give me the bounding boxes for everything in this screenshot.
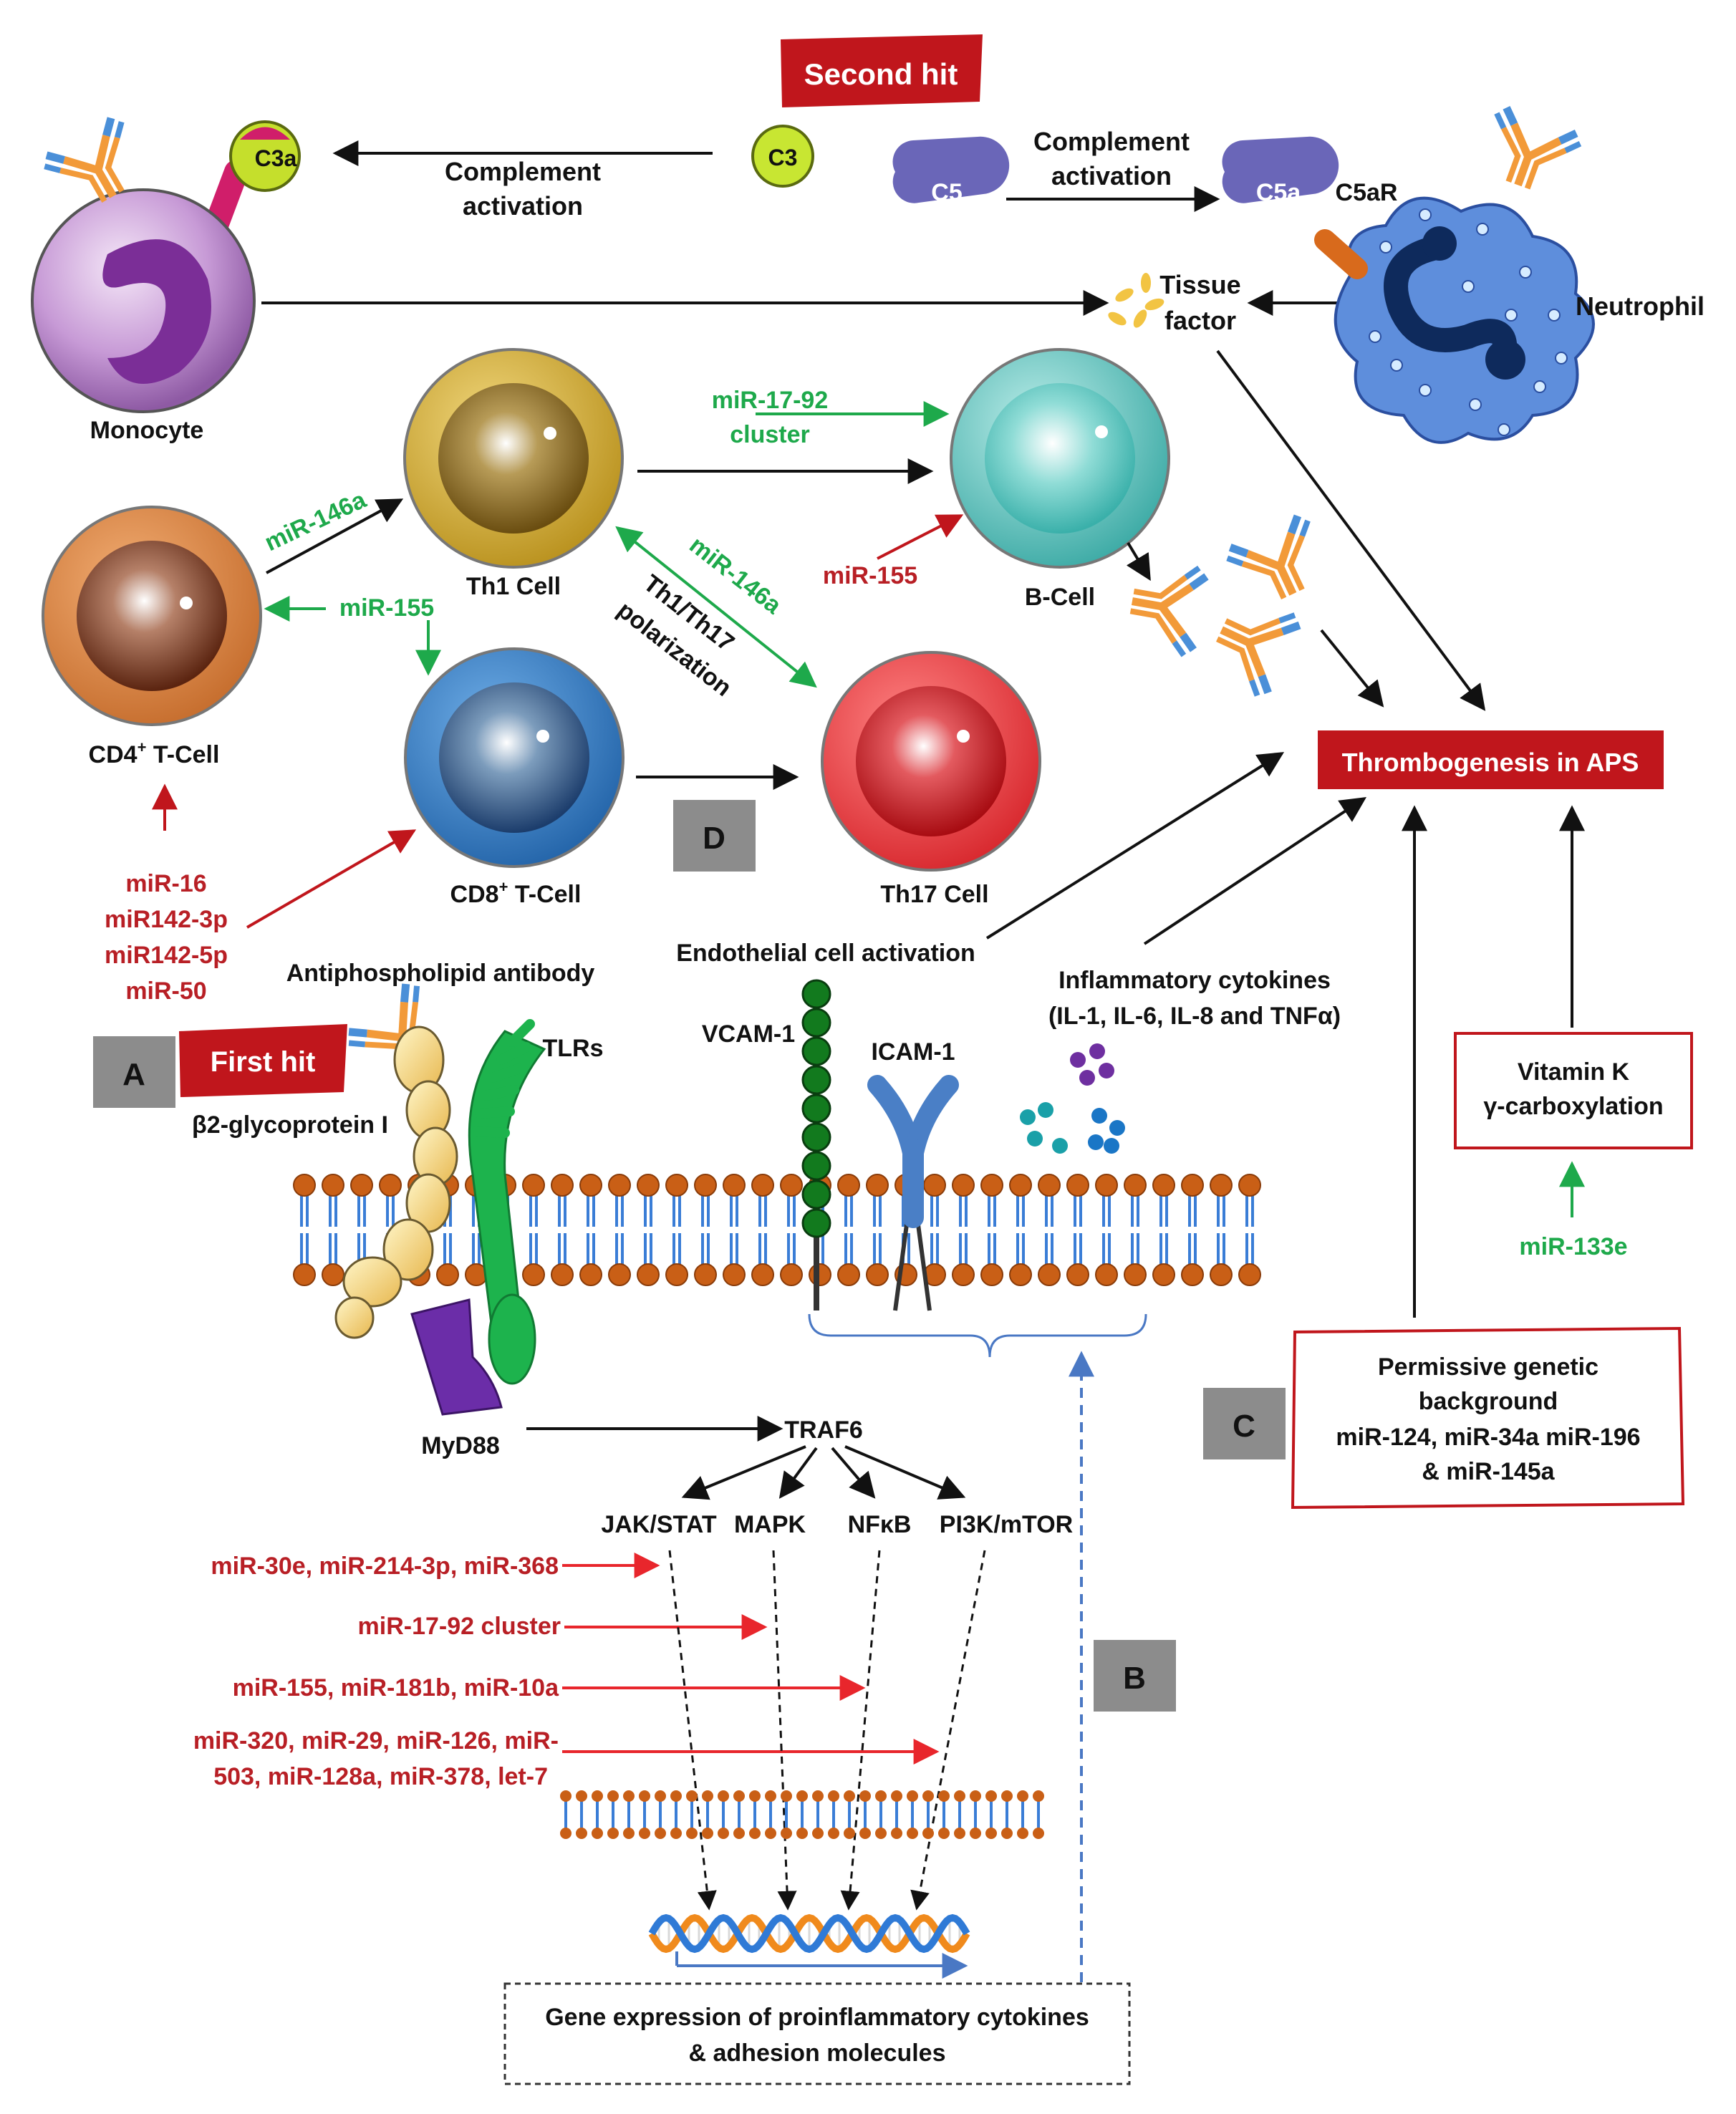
c5a-label: C5a [1256,179,1301,206]
mir155-cd4-label: miR-155 [339,594,434,622]
mir142-3p-label: miR142-3p [105,906,228,933]
antiphospholipid-label: Antiphospholipid antibody [286,960,595,987]
c5-molecule: C5 [892,136,1010,206]
monocyte-label: Monocyte [90,417,204,444]
mir133e-label: miR-133e [1519,1233,1627,1260]
first-hit-label: First hit [211,1046,316,1078]
th1-cell: Th1 Cell [403,348,624,600]
genetic-background-box: Permissive genetic background miR-124, m… [1291,1326,1685,1510]
box-b: B [1094,1640,1176,1712]
gene-expr-l2: & adhesion molecules [689,2040,946,2067]
dna-helix [648,1913,970,1954]
b-cell: B-Cell [950,348,1170,611]
complement-activation-left-l2: activation [463,191,583,221]
complement-activation-left-l1: Complement [445,157,601,186]
antibody-icon [1224,513,1334,612]
vitk-l1: Vitamin K [1518,1058,1630,1086]
second-hit-banner: Second hit [781,34,983,107]
antibody-icon [1476,105,1583,201]
mir50-label: miR-50 [125,978,206,1005]
pi3k-mirs-l1: miR-320, miR-29, miR-126, miR- [193,1727,559,1755]
box-a: A [93,1036,175,1108]
antibody-icon [1202,589,1302,699]
mir17-92-l2: cluster [730,421,810,448]
mir16-label: miR-16 [125,870,206,897]
icam-icon: ICAM-1 [867,1038,959,1311]
b2gp-label: β2-glycoprotein I [192,1111,388,1139]
genetic-l4: & miR-145a [1422,1458,1555,1485]
c5ar-label: C5aR [1336,179,1398,206]
genetic-l1: Permissive genetic [1378,1353,1598,1381]
tlr-icon: TLRs [468,1019,604,1385]
c3-label: C3 [768,145,798,170]
pi3k-label: PI3K/mTOR [940,1511,1073,1538]
mir155-bcell-label: miR-155 [823,562,917,589]
cd8-t-cell: CD8+ T-Cell [404,647,625,908]
myd88-icon: MyD88 [410,1298,503,1459]
th17-cell: Th17 Cell [821,651,1041,908]
cd8-label: CD8+ T-Cell [450,878,582,908]
cd4-label: CD4+ T-Cell [89,738,220,768]
box-c-label: C [1233,1409,1255,1444]
endothelial-label: Endothelial cell activation [676,940,975,967]
jakstat-label: JAK/STAT [601,1511,716,1538]
thrombogenesis-label: Thrombogenesis in APS [1342,748,1639,777]
c5-label: C5 [931,179,962,206]
genetic-l3: miR-124, miR-34a miR-196 [1336,1424,1640,1451]
second-hit-label: Second hit [804,57,958,91]
b2-glycoprotein-icon [334,1025,458,1339]
vcam-icon: VCAM-1 [702,979,831,1311]
complement-activation-right-l2: activation [1051,161,1172,190]
neutrophil-cell: C5a C5aR Neutrophil [1222,136,1704,444]
tissue-factor-l2: factor [1164,306,1236,335]
box-d: D [673,800,756,872]
pi3k-mirs-l2: 503, miR-128a, miR-378, let-7 [213,1763,548,1790]
mir142-5p-label: miR142-5p [105,942,228,969]
inflammatory-l1: Inflammatory cytokines [1059,967,1331,994]
monocyte-cell: C3a Monocyte [31,120,301,444]
gene-expression-box: Gene expression of proinflammatory cytok… [503,1982,1131,2085]
nfkb-mirs-label: miR-155, miR-181b, miR-10a [233,1674,559,1702]
box-c: C [1203,1388,1286,1459]
cd4-t-cell: CD4+ T-Cell [42,506,262,768]
genetic-l2: background [1419,1388,1558,1415]
tissue-factor-l1: Tissue [1159,270,1240,299]
box-d-label: D [703,821,725,856]
antibody-icon [1124,558,1207,657]
th1-label: Th1 Cell [466,573,561,600]
thrombogenesis-box: Thrombogenesis in APS [1318,730,1664,789]
tlrs-label: TLRs [543,1035,604,1062]
traf6-label: TRAF6 [784,1416,863,1444]
c3-molecule: C3 [751,125,814,188]
neutrophil-label: Neutrophil [1576,291,1704,321]
complement-activation-right-l1: Complement [1033,127,1190,156]
tissue-factor: Tissue factor [1108,270,1241,335]
box-b-label: B [1123,1661,1146,1696]
myd88-label: MyD88 [421,1432,500,1459]
vcam-label: VCAM-1 [702,1020,795,1048]
jak-mirs-label: miR-30e, miR-214-3p, miR-368 [211,1553,559,1580]
vitamin-k-box: Vitamin K γ-carboxylation [1454,1032,1693,1149]
lipid-bilayer-lower [560,1790,1044,1839]
cytokines-icon [1020,1043,1125,1154]
inflammatory-l2: (IL-1, IL-6, IL-8 and TNFα) [1048,1003,1341,1030]
b-cell-label: B-Cell [1025,584,1095,611]
gene-expr-l1: Gene expression of proinflammatory cytok… [545,2004,1089,2031]
mir17-92-l1: miR-17-92 [712,387,829,414]
c3a-label: C3a [255,145,297,171]
first-hit-banner: First hit [179,1024,347,1097]
vitk-l2: γ-carboxylation [1483,1093,1663,1120]
mapk-label: MAPK [734,1511,806,1538]
icam-label: ICAM-1 [871,1038,955,1066]
box-a-label: A [122,1057,145,1092]
th17-label: Th17 Cell [880,881,988,908]
mapk-mirs-label: miR-17-92 cluster [358,1613,561,1640]
nfkb-label: NFκB [848,1511,912,1538]
